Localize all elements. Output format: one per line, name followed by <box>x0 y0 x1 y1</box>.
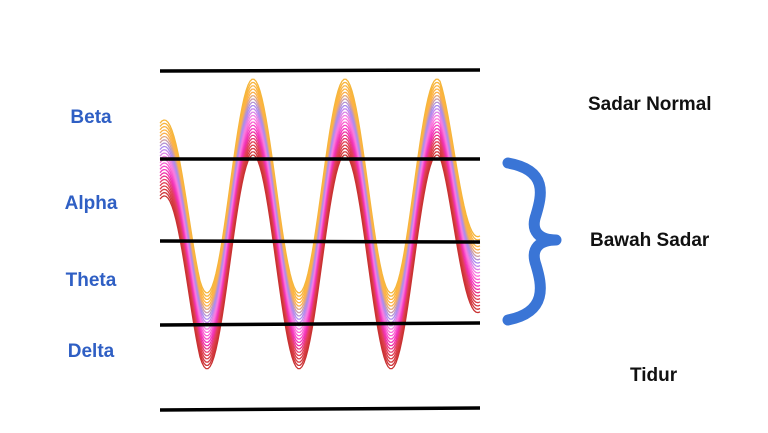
wave-label-beta: Beta <box>70 107 112 128</box>
band-line-top <box>159 68 481 73</box>
state-label-bawah-sadar: Bawah Sadar <box>590 230 710 251</box>
band-line-theta-delta <box>159 321 481 327</box>
band-line-alpha-theta <box>159 239 481 244</box>
curly-brace-icon <box>502 157 562 326</box>
band-boundaries <box>159 68 481 412</box>
wave-label-alpha: Alpha <box>64 193 118 214</box>
state-label-sadar-normal: Sadar Normal <box>588 94 712 115</box>
band-line-bottom <box>159 406 481 412</box>
wave-label-theta: Theta <box>65 270 117 291</box>
wave-label-delta: Delta <box>67 341 115 362</box>
state-label-tidur: Tidur <box>630 365 678 386</box>
wave-line <box>159 154 481 370</box>
